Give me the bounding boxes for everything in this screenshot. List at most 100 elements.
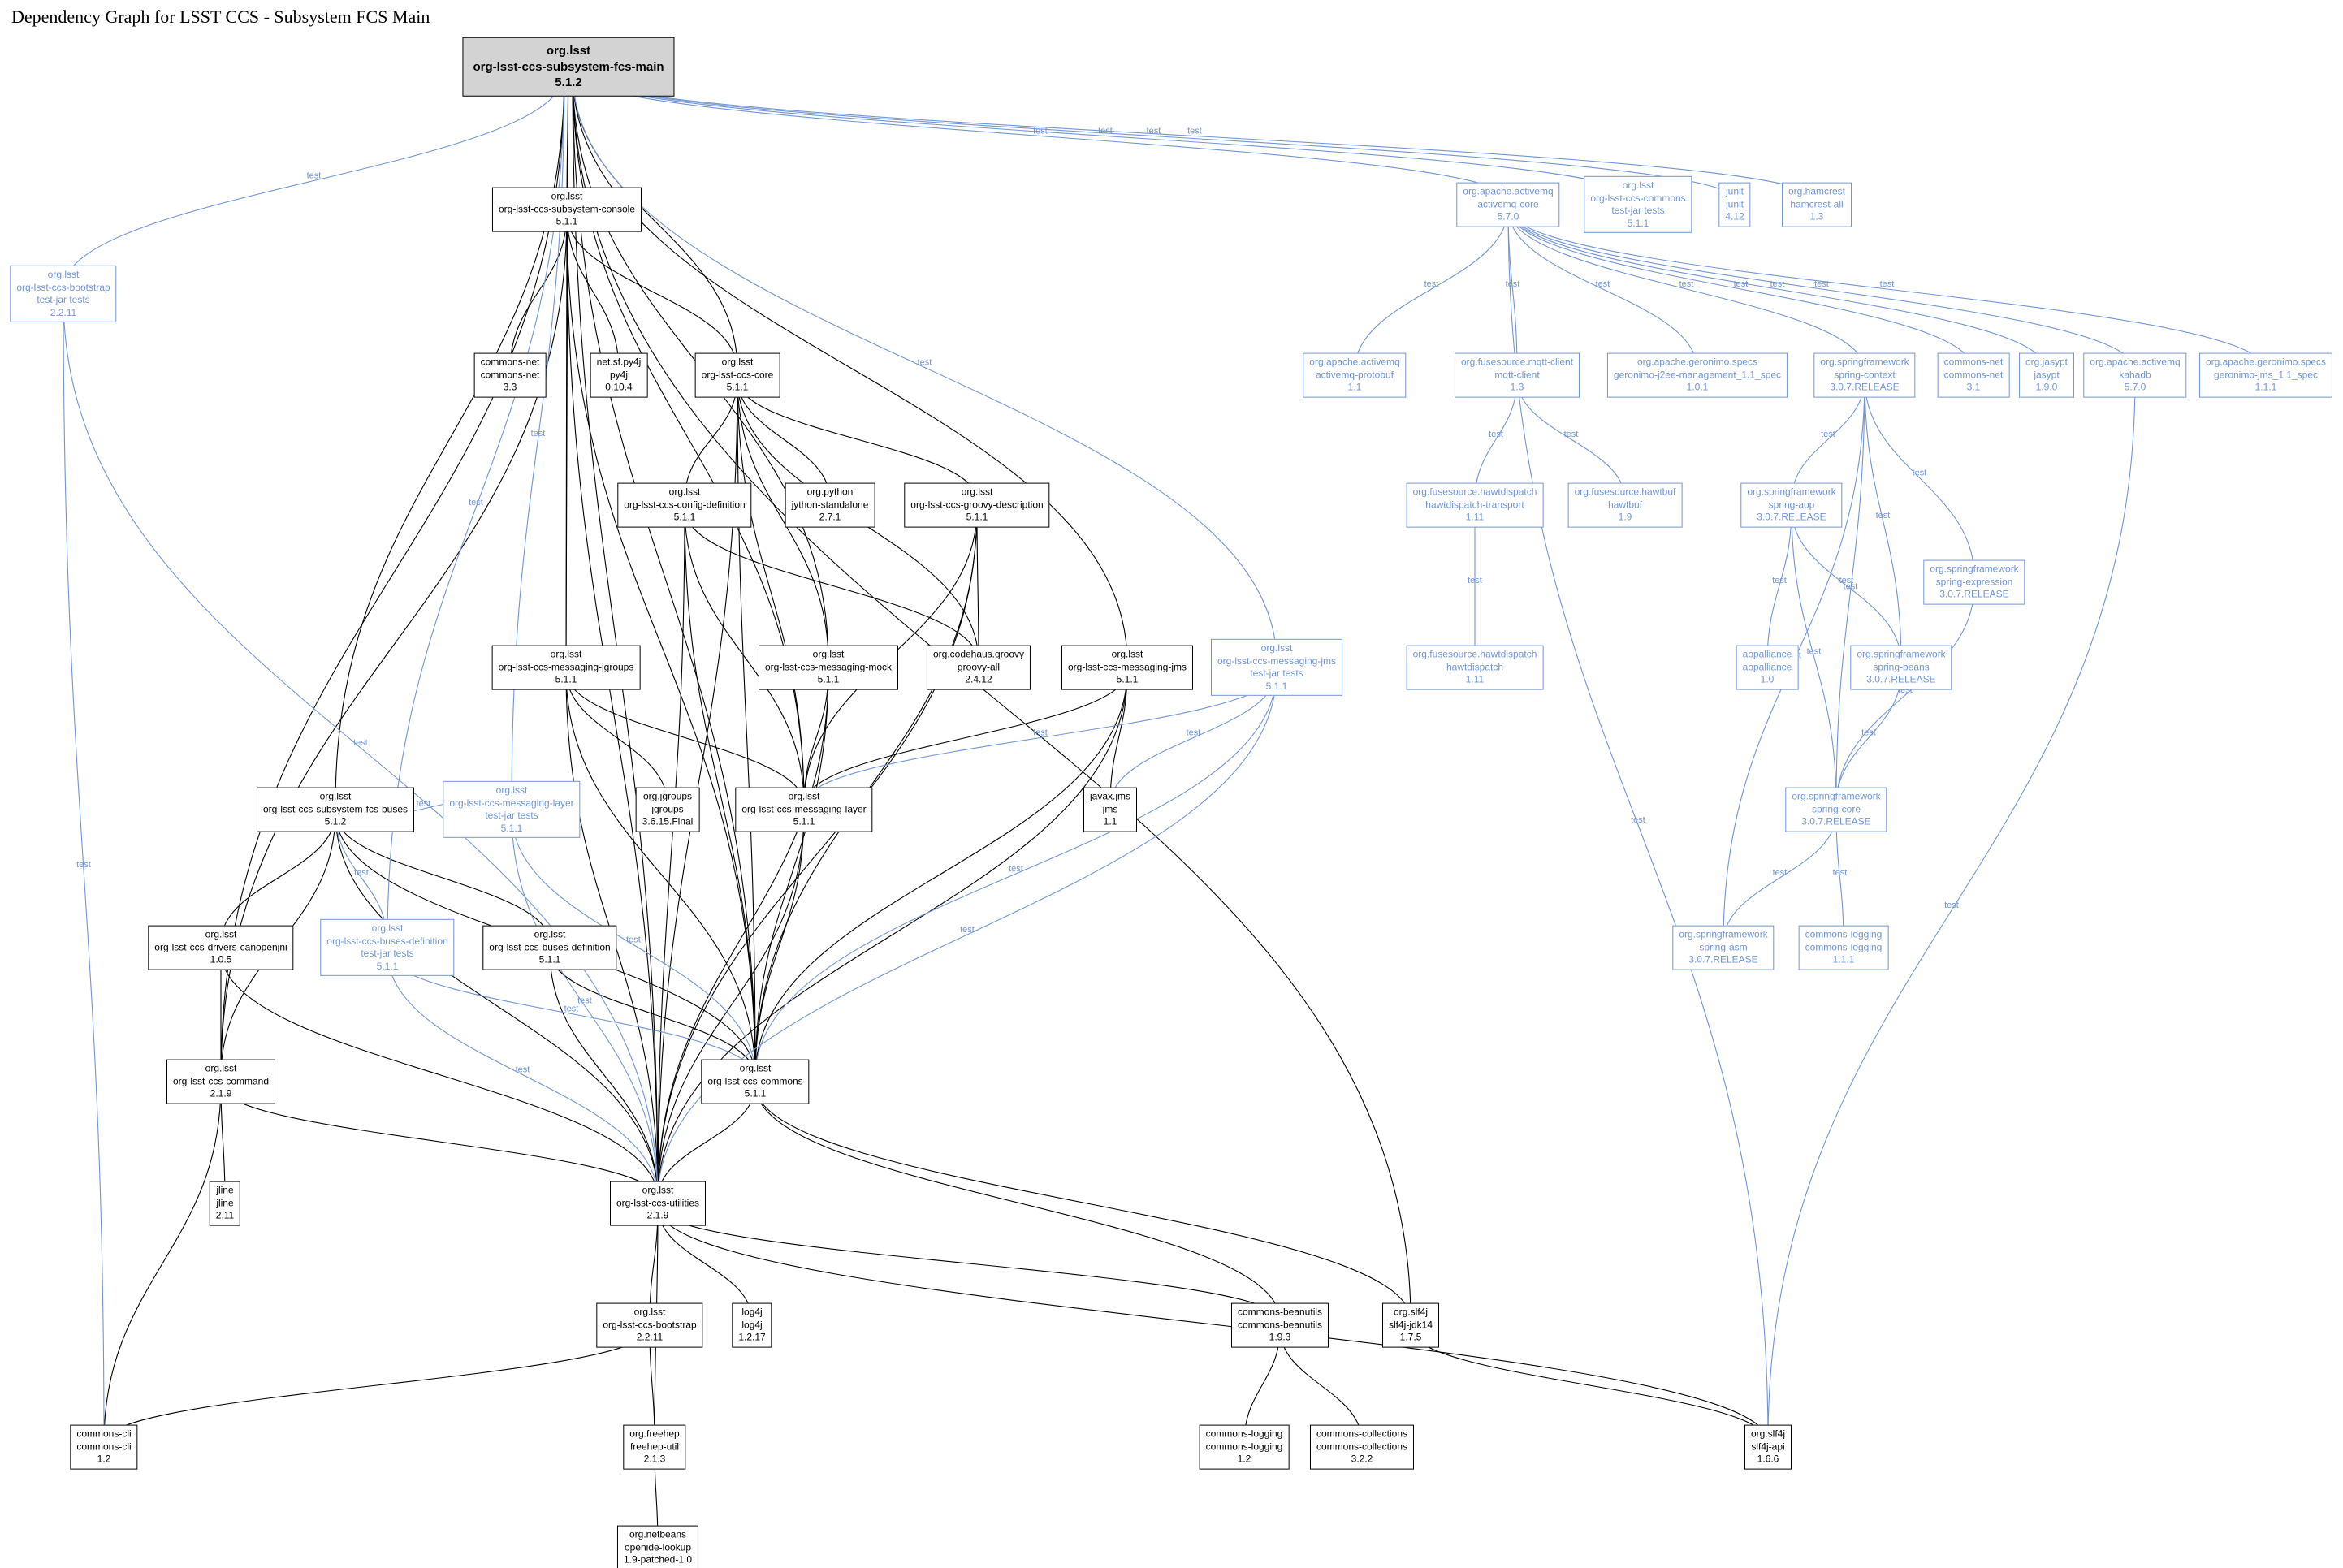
edge-messaging-layer-to-ccs-utilities	[655, 812, 805, 1199]
edge-ccs-command-to-ccs-utilities	[220, 1084, 661, 1199]
edge-spring-core-to-commons-logging-111	[1835, 812, 1847, 944]
edge-test-label: test	[1187, 728, 1201, 738]
node-label-line: org-lsst-ccs-subsystem-fcs-buses	[262, 803, 409, 815]
node-label-line: commons-cli	[76, 1428, 132, 1440]
edge-groovy-description-to-groovy-all	[975, 508, 982, 663]
node-label-line: geronimo-jms_1.1_spec	[2213, 369, 2319, 381]
node-label-line: 2.1.9	[646, 1209, 669, 1221]
node-label-line: py4j	[609, 369, 629, 381]
node-label-line: org.lsst	[1622, 179, 1654, 191]
edge-test-label: test	[1876, 511, 1891, 521]
edge-test-label: test	[1770, 279, 1785, 289]
node-label-line: org-lsst-ccs-core	[701, 369, 774, 381]
node-label-line: 5.1.1	[538, 953, 561, 965]
node-label-line: 1.0.5	[210, 953, 232, 965]
edge-subsystem-fcs-buses-to-ccs-utilities	[335, 812, 661, 1199]
node-label-line: org-lsst-ccs-messaging-jgroups	[498, 661, 634, 673]
node-label-line: activemq-protobuf	[1315, 369, 1394, 381]
node-label-line: 1.1	[1347, 381, 1362, 393]
node-label-line: org-lsst-ccs-messaging-layer	[741, 803, 867, 815]
node-label-line: 1.1	[1103, 815, 1117, 827]
edge-messaging-jms-tests-to-ccs-commons	[752, 670, 1277, 1078]
node-label-line: org.lsst	[668, 486, 701, 498]
node-label-line: test-jar tests	[485, 810, 538, 821]
edge-test-label: test	[564, 1004, 579, 1014]
edge-test-label: test	[1861, 728, 1876, 738]
node-label-line: 5.1.1	[744, 1087, 767, 1099]
node-label-line: 5.1.1	[793, 815, 815, 827]
node-label-line: org.lsst	[633, 1306, 666, 1318]
edge-buses-definition-to-ccs-utilities	[549, 950, 661, 1199]
edge-spring-expression-to-spring-core	[1833, 585, 1975, 806]
edge-activemq-core-to-kahadb	[1507, 207, 2138, 371]
node-label-line: geronimo-j2ee-management_1.1_spec	[1613, 369, 1782, 381]
edge-subsystem-fcs-main-to-junit	[572, 71, 1738, 201]
edge-test-label: test	[417, 799, 431, 809]
edge-spring-core-to-spring-asm	[1720, 812, 1837, 944]
node-label-line: 2.2.11	[636, 1331, 664, 1343]
node-label-line: 1.2	[1237, 1453, 1251, 1465]
edge-messaging-jgroups-to-messaging-layer	[565, 670, 807, 806]
node-label-line: org.apache.activemq	[1463, 185, 1554, 197]
node-label-line: org.apache.geronimo.specs	[2205, 356, 2327, 368]
edge-spring-aop-to-aopalliance	[1764, 508, 1792, 663]
node-label-line: org-lsst-ccs-buses-definition	[326, 935, 448, 947]
node-label-line: 1.9.3	[1269, 1331, 1291, 1343]
edge-activemq-core-to-slf4j-api	[1507, 207, 1771, 1443]
edge-subsystem-fcs-main-to-ccs-command	[218, 71, 565, 1078]
node-label-line: hawtbuf	[1607, 499, 1643, 511]
node-label-line: 4.12	[1725, 210, 1744, 222]
node-label-line: 5.1.1	[1627, 217, 1649, 229]
edge-test-label: test	[960, 925, 975, 935]
edge-config-definition-to-ccs-commons	[684, 508, 759, 1078]
edge-spring-context-to-spring-core	[1833, 378, 1865, 806]
edge-activemq-core-to-geronimo-j2ee-management	[1507, 207, 1701, 371]
edge-messaging-jms-to-ccs-utilities	[655, 670, 1128, 1199]
node-label-line: spring-aop	[1768, 499, 1815, 511]
node-label-line: commons-net	[480, 356, 540, 368]
node-label-line: 1.11	[1465, 673, 1485, 685]
edge-test-label: test	[626, 935, 641, 945]
node-label-line: org.fusesource.mqtt-client	[1460, 356, 1574, 368]
node-label-line: 5.1.1	[726, 381, 749, 393]
node-label-line: 2.4.12	[965, 673, 992, 685]
node-label-line: 1.1.1	[2254, 381, 2277, 393]
node-label-line: spring-core	[1811, 803, 1861, 815]
node-label-line: org-lsst-ccs-messaging-jms	[1217, 654, 1337, 667]
edge-subsystem-console-to-ccs-commons	[566, 212, 759, 1078]
node-label-line: 5.1.1	[1116, 673, 1139, 685]
edge-messaging-jms-to-ccs-commons	[752, 670, 1128, 1078]
node-label-line: 3.0.7.RELEASE	[1939, 588, 2009, 600]
node-label-line: net.sf.py4j	[596, 356, 642, 368]
node-label-line: activemq-core	[1477, 198, 1539, 210]
node-label-line: org-lsst-ccs-buses-definition	[489, 941, 611, 953]
node-label-line: 3.3	[503, 381, 517, 393]
node-label-line: org.springframework	[1857, 648, 1946, 660]
node-label-line: 1.9.0	[2035, 381, 2058, 393]
edge-subsystem-console-to-ccs-utilities	[566, 212, 661, 1199]
edge-test-label: test	[1679, 279, 1694, 289]
node-label-line: 1.1.1	[1832, 953, 1855, 965]
edge-messaging-jms-to-javax-jms	[1107, 670, 1128, 806]
node-label-line: 5.1.2	[555, 75, 582, 89]
